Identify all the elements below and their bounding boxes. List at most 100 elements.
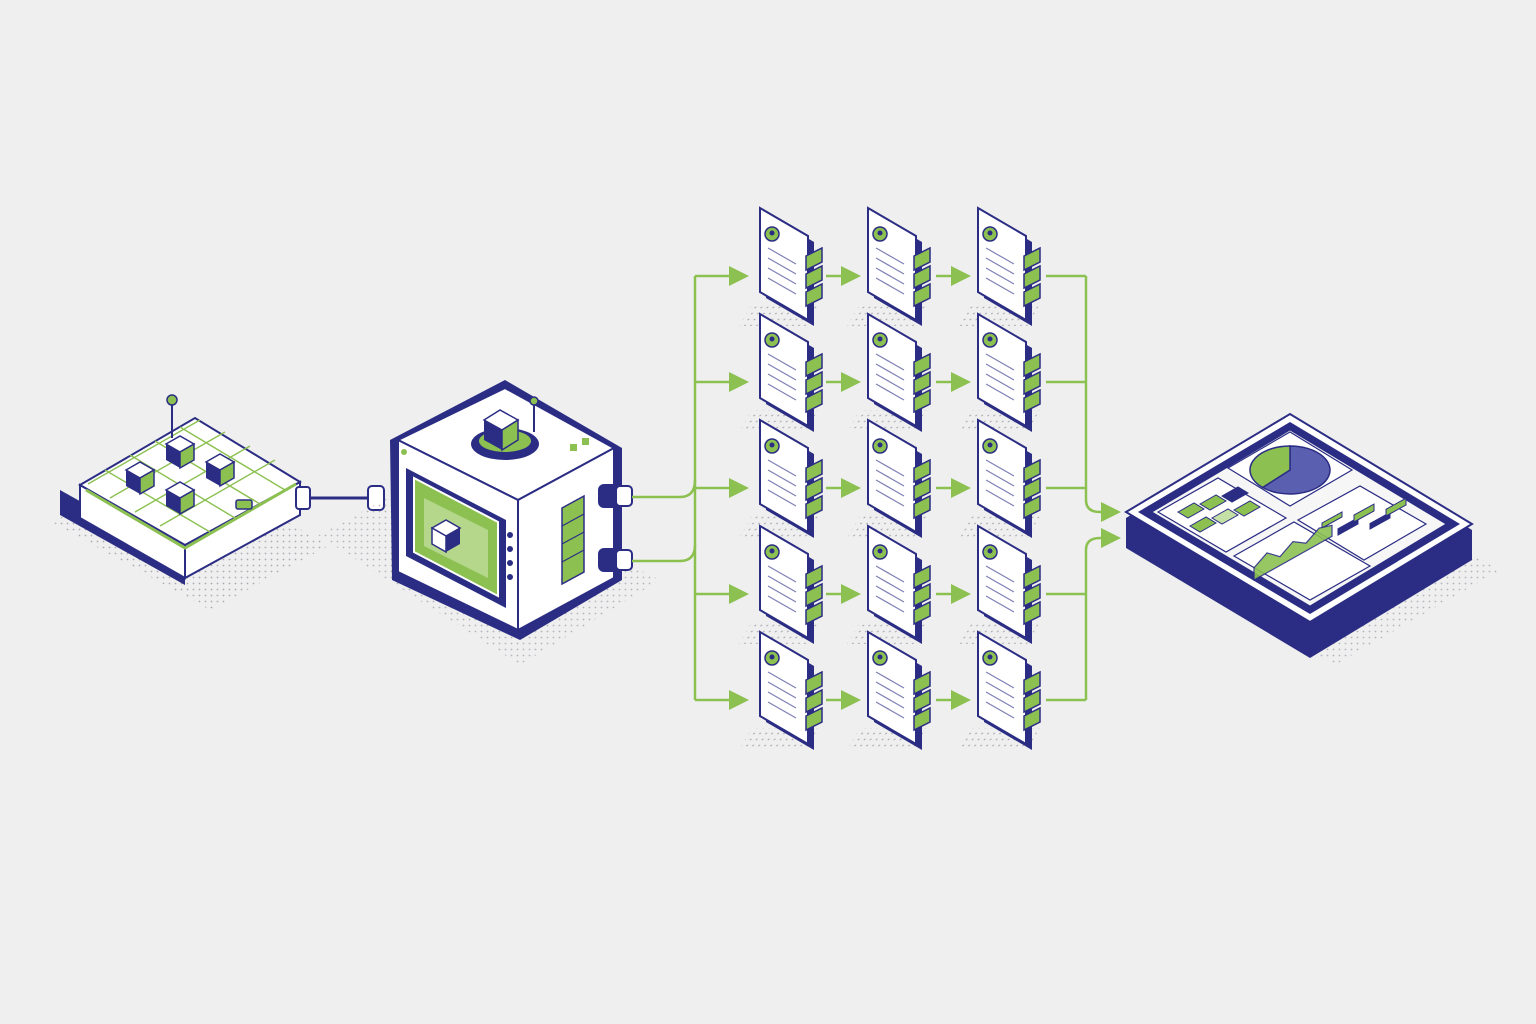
document-text-line bbox=[875, 595, 905, 613]
document-text-line bbox=[985, 479, 1015, 497]
document-tab bbox=[1023, 458, 1041, 484]
document-avatar-dot bbox=[987, 548, 993, 554]
document-text-line bbox=[985, 565, 1015, 583]
document-tab bbox=[805, 352, 823, 378]
document-sheet bbox=[977, 418, 1027, 534]
pie-slice-1 bbox=[1261, 445, 1331, 495]
document-tab bbox=[805, 458, 823, 484]
document-avatar-dot bbox=[877, 548, 883, 554]
document-text-line bbox=[875, 257, 905, 275]
document-text-line bbox=[767, 701, 797, 719]
document-text-line bbox=[875, 701, 905, 719]
document-text-line bbox=[767, 247, 797, 265]
document-r5-c1 bbox=[739, 630, 823, 750]
document-r4-c3 bbox=[957, 524, 1041, 644]
document-tab bbox=[805, 476, 823, 502]
document-r5-c3 bbox=[957, 630, 1041, 750]
document-text-line bbox=[875, 267, 905, 285]
document-tab bbox=[913, 264, 931, 290]
document-tab bbox=[913, 600, 931, 626]
area-chart-widget bbox=[1253, 524, 1333, 582]
document-text-line bbox=[985, 671, 1015, 689]
machine-front-dot-4 bbox=[507, 574, 513, 580]
document-sheet bbox=[867, 524, 917, 640]
document-sheet bbox=[867, 418, 917, 534]
document-tab bbox=[805, 688, 823, 714]
document-sheet bbox=[759, 312, 809, 428]
document-avatar-dot bbox=[769, 654, 775, 660]
panel-area bbox=[1232, 521, 1372, 601]
hatch-cube-left bbox=[484, 420, 502, 450]
document-avatar-dot bbox=[987, 442, 993, 448]
document-text-line bbox=[985, 267, 1015, 285]
document-tab bbox=[805, 388, 823, 414]
document-text-line bbox=[875, 671, 905, 689]
document-text-line bbox=[985, 681, 1015, 699]
document-sheet bbox=[867, 312, 917, 428]
document-sheet bbox=[759, 418, 809, 534]
document-avatar-dot bbox=[877, 442, 883, 448]
document-text-line bbox=[767, 565, 797, 583]
document-sheet bbox=[977, 206, 1027, 322]
screen-cube-right bbox=[446, 528, 460, 552]
cube-left bbox=[206, 462, 220, 486]
document-tab bbox=[913, 670, 931, 696]
hatch-cube-right bbox=[501, 418, 519, 452]
document-tab bbox=[1023, 688, 1041, 714]
cube-left bbox=[166, 490, 180, 514]
document-avatar-dot bbox=[877, 654, 883, 660]
document-text-line bbox=[875, 489, 905, 507]
tile-1-2 bbox=[1199, 494, 1227, 511]
document-text-line bbox=[985, 459, 1015, 477]
platform-chip bbox=[235, 499, 253, 510]
tile-2-1 bbox=[1189, 516, 1217, 533]
document-tab bbox=[805, 370, 823, 396]
document-text-line bbox=[767, 257, 797, 275]
document-text-line bbox=[767, 277, 797, 295]
document-tab bbox=[1023, 582, 1041, 608]
document-text-line bbox=[985, 363, 1015, 381]
document-text-line bbox=[875, 575, 905, 593]
area-fill bbox=[1253, 524, 1333, 582]
pie-slice-2 bbox=[1249, 445, 1291, 489]
document-tab bbox=[1023, 476, 1041, 502]
document-text-line bbox=[875, 691, 905, 709]
platform-cube-3 bbox=[204, 453, 236, 488]
document-text-line bbox=[767, 353, 797, 371]
document-tab bbox=[1023, 600, 1041, 626]
document-avatar-dot bbox=[769, 442, 775, 448]
document-r4-c2 bbox=[847, 524, 931, 644]
document-text-line bbox=[985, 277, 1015, 295]
document-tab bbox=[805, 264, 823, 290]
document-text-line bbox=[985, 489, 1015, 507]
document-tab bbox=[1023, 370, 1041, 396]
bar-1 bbox=[1321, 511, 1343, 529]
document-text-line bbox=[875, 353, 905, 371]
document-r1-c3 bbox=[957, 206, 1041, 326]
outlet-top-line bbox=[632, 479, 697, 499]
bar-5 bbox=[1385, 497, 1407, 517]
document-text-line bbox=[875, 459, 905, 477]
flow-connectors bbox=[632, 266, 1121, 710]
document-avatar-dot bbox=[769, 548, 775, 554]
document-text-line bbox=[985, 247, 1015, 265]
document-r5-c2 bbox=[847, 630, 931, 750]
document-r2-c2 bbox=[847, 312, 931, 432]
tile-1-3 bbox=[1221, 486, 1249, 503]
document-grid bbox=[739, 206, 1041, 750]
platform-cube-2 bbox=[164, 435, 196, 470]
document-tab bbox=[913, 476, 931, 502]
document-text-line bbox=[767, 267, 797, 285]
cube-right bbox=[179, 488, 195, 516]
document-text-line bbox=[985, 691, 1015, 709]
document-sheet bbox=[977, 524, 1027, 640]
document-tab bbox=[1023, 388, 1041, 414]
document-text-line bbox=[767, 681, 797, 699]
document-tab bbox=[1023, 282, 1041, 308]
document-text-line bbox=[985, 383, 1015, 401]
machine-side-panel bbox=[561, 494, 585, 586]
panel-bars bbox=[1296, 485, 1428, 561]
document-text-line bbox=[767, 585, 797, 603]
